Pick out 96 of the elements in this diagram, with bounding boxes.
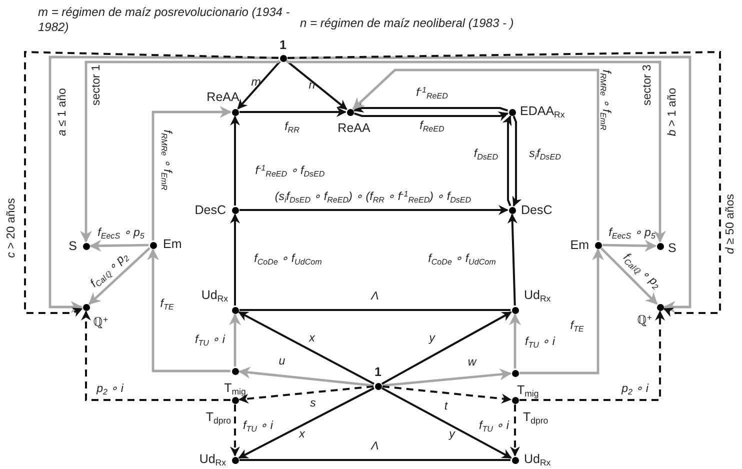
arrow [353, 103, 508, 112]
node-label: T$_{mig}$ [224, 382, 246, 396]
dashed-arrow [382, 385, 512, 404]
node-label: Ud$_{Rx}$ [524, 452, 551, 468]
arrow [80, 60, 280, 243]
arrow [381, 311, 512, 385]
node-label: T$_{dpro}$ [523, 410, 548, 426]
arrow [286, 60, 348, 110]
arrow [237, 60, 281, 110]
node-label: Ud$_{Rx}$ [524, 288, 551, 304]
edge-label: s$_{i}$f$_{DsED}$ [529, 148, 561, 162]
line [240, 309, 510, 311]
arrow [354, 112, 509, 121]
edge-label: s [310, 398, 316, 410]
node-label: Em [163, 238, 182, 250]
node-label: Ud$_{Rx}$ [201, 288, 228, 304]
arrow [230, 116, 240, 206]
edge-label: f$_{CoDe}$ ∘ f$_{UdCom}$ [428, 252, 496, 268]
arrow [600, 247, 658, 305]
edge-label: x [299, 428, 305, 442]
node-label: Em [570, 238, 589, 252]
dashed-arrow [238, 385, 374, 404]
edge-label: f$_{TU}$ ∘ i [195, 334, 225, 348]
edge-label: m [251, 76, 261, 90]
edge-label: d ≥ 50 años [724, 194, 738, 254]
arrow [147, 248, 230, 372]
arrow [88, 247, 151, 305]
dashed-arrow [520, 310, 665, 401]
arrow [381, 387, 512, 459]
edge-label: f$_{ReED}$ [420, 120, 444, 134]
arrow [229, 313, 241, 366]
edge-label: f$_{TE}$ [160, 298, 174, 312]
edge-label: f$_{TU}$ ∘ i [525, 336, 555, 350]
edge-label: n [308, 80, 316, 92]
edge-label: p$_{2}$ ∘ i [96, 382, 124, 398]
edge-label: f$_{TU}$ ∘ i [479, 420, 509, 434]
arrow [240, 205, 508, 215]
node-label: ReAA [338, 122, 370, 134]
edge-label: f$_{TU}$ ∘ i [243, 420, 273, 434]
edge-label: sector 1 [90, 64, 104, 106]
node-label: ReAA [206, 90, 240, 104]
edge-label: f$_{RR}$ [284, 120, 300, 136]
arrow [240, 107, 346, 117]
arrow [382, 368, 512, 387]
line [240, 459, 510, 461]
node-label: 1 [280, 38, 286, 52]
node-label: S [68, 240, 77, 252]
node-label: ℚ$^{+}$ [93, 315, 108, 329]
arrow [512, 116, 522, 207]
arrow [502, 115, 512, 206]
node-label: Ud$_{Rx}$ [199, 452, 226, 468]
dashed-arrow [510, 404, 520, 456]
arrow [602, 240, 657, 252]
arrow [352, 68, 600, 240]
arrow [507, 214, 518, 306]
arrow [152, 106, 232, 240]
node-label: DesC [194, 204, 226, 216]
node-label: EDAA$_{Rx}$ [520, 104, 565, 120]
node-label: T$_{mig}$ [517, 384, 539, 398]
arrow [230, 214, 240, 306]
node-label: DesC [521, 204, 552, 216]
node-label: 1 [374, 366, 382, 378]
note: n = régimen de maíz neoliberal (1983 - ) [300, 16, 515, 31]
edge-label: f$_{TE}$ [570, 320, 584, 334]
edge-label: b > 1 año [666, 88, 680, 136]
edge-label: u [278, 356, 286, 368]
edge-label: c > 20 años [6, 198, 18, 258]
edge-label: f$_{CoDe}$ ∘ f$_{UdCom}$ [254, 252, 322, 268]
edge-label: Λ [371, 290, 379, 304]
edge-label: p$_{2}$ ∘ i [622, 382, 648, 398]
arrow [286, 60, 666, 243]
node-label: T$_{dpro}$ [206, 410, 231, 426]
dashed-arrow [81, 310, 230, 401]
edge-label: w [468, 356, 476, 370]
edge-label: f$_{EecS}$ ∘ p$_{5}$ [608, 226, 656, 242]
edge-label: a ≤ 1 año [56, 88, 70, 136]
edge-label: f$_{EecS}$ ∘ p$_{5}$ [98, 226, 144, 242]
edge-label: (s$_{i}$f$_{DsED}$ ∘ f$_{ReED}$) ∘ (f$_{RR}$ ∘ f$^{-1}$$_{ReED}$) ∘ f$_{DsED}$ [274, 190, 472, 206]
edge-label: x [309, 332, 315, 346]
note: m = régimen de maíz posrevolucionario (1934 - 1982) [38, 5, 291, 35]
edge-label: y [429, 332, 435, 346]
arrow [89, 240, 149, 252]
node-label: ℚ$^{+}$ [636, 313, 652, 327]
arrow [238, 366, 374, 387]
edge-label: f$^{-1}$$_{ReED}$ ∘ f$_{DsED}$ [255, 164, 325, 180]
node-label: S [668, 242, 676, 254]
edge-label: Λ [371, 440, 379, 454]
arrow [238, 387, 374, 459]
edge-label: f$_{DsED}$ [474, 148, 498, 162]
dashed-arrow [230, 404, 240, 456]
arrow [520, 248, 604, 374]
arrow [238, 311, 374, 385]
arrow [509, 313, 521, 368]
edge-label: y [449, 428, 455, 442]
edge-label: t [444, 400, 448, 414]
edge-label: sector 3 [642, 64, 654, 106]
